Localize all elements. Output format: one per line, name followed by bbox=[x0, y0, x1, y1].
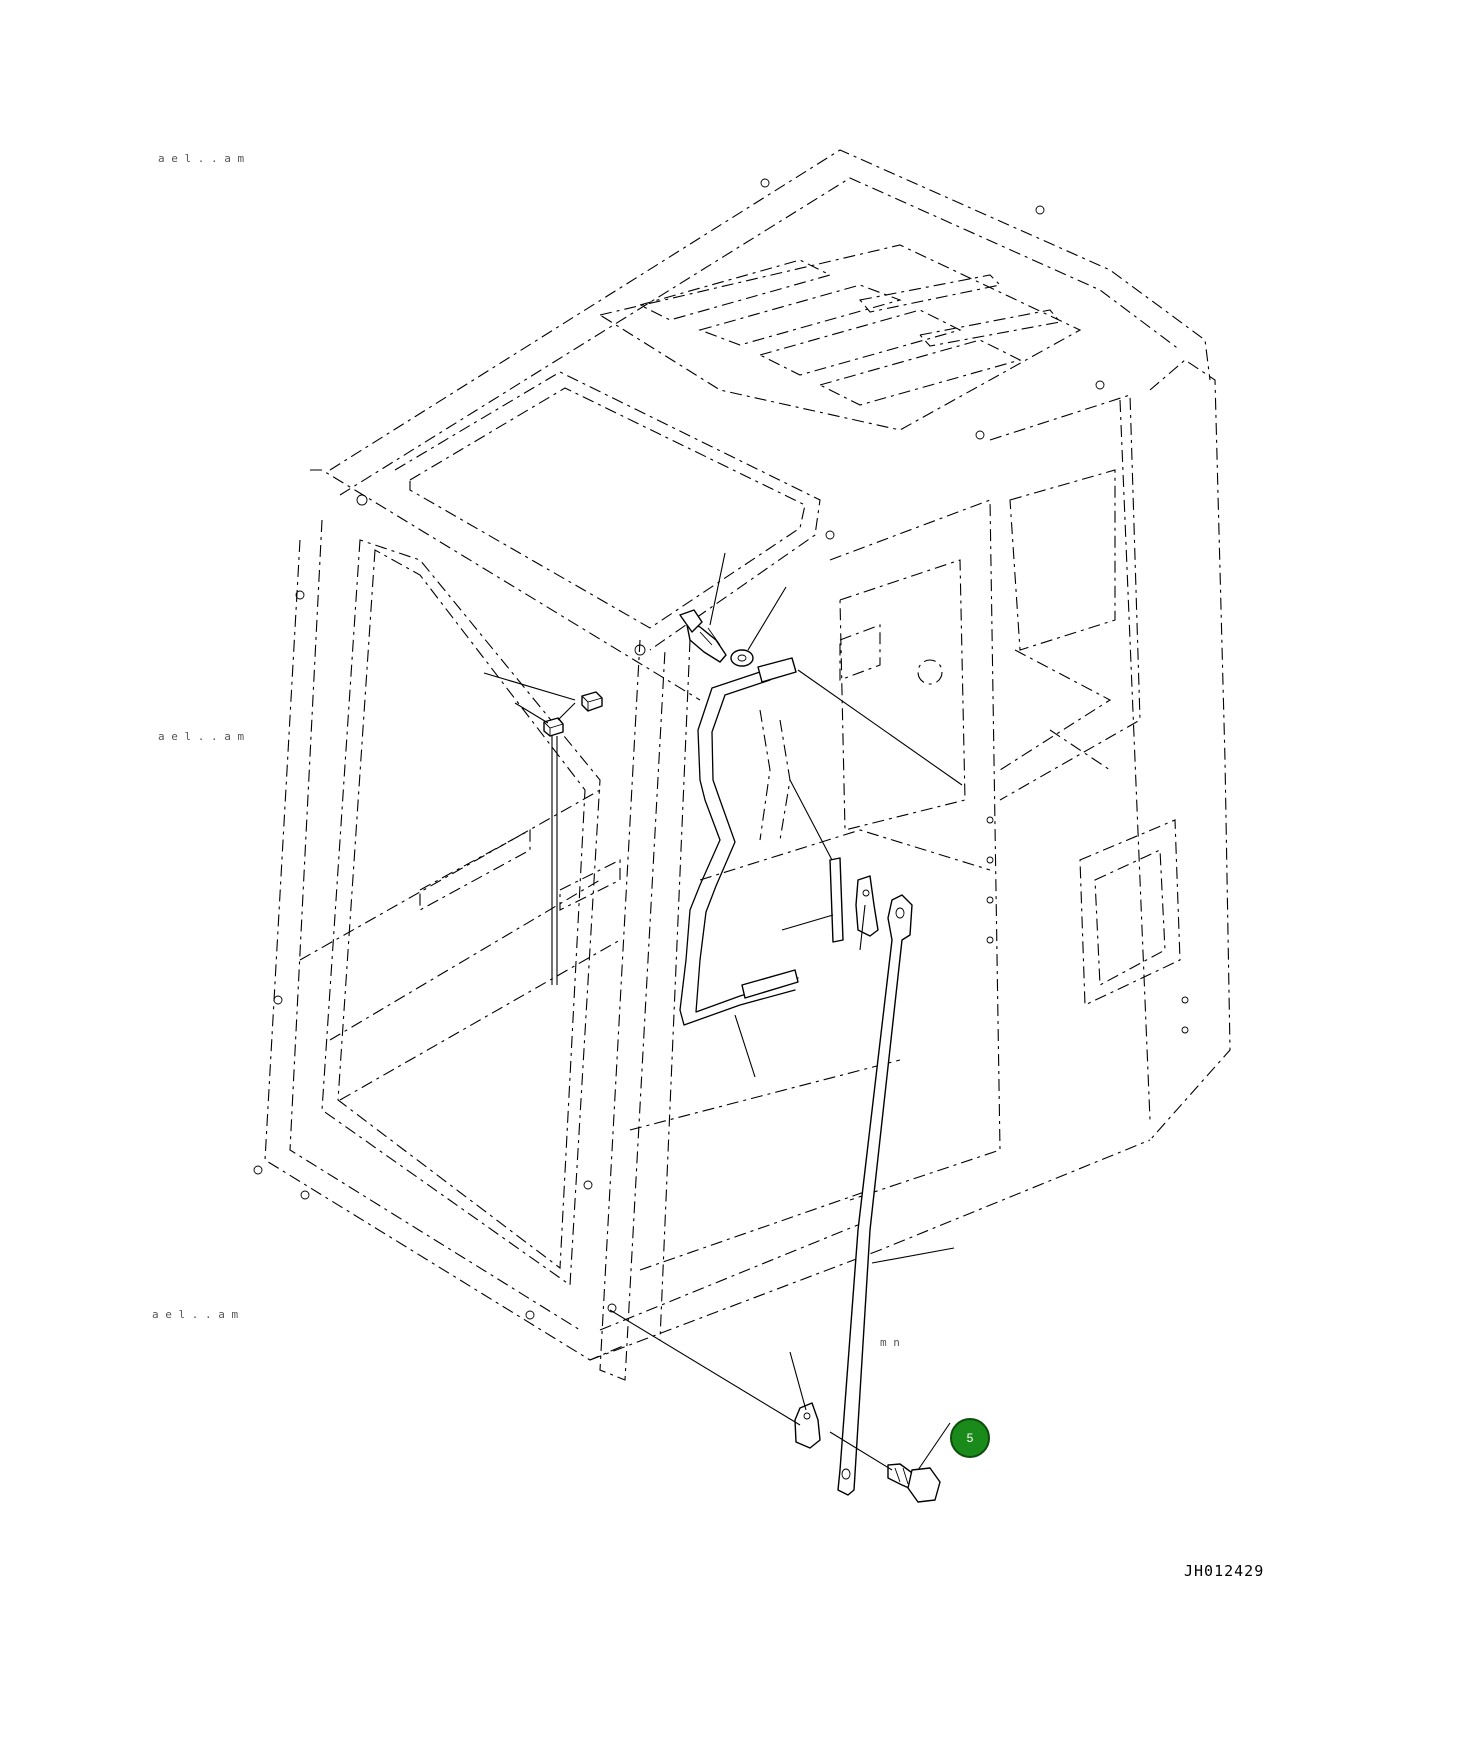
cab-roof bbox=[310, 149, 1211, 701]
bolt-upper[interactable] bbox=[679, 609, 727, 663]
leader-lines bbox=[483, 552, 963, 1471]
harness-strip[interactable] bbox=[679, 657, 799, 1026]
callout-5[interactable]: 5 bbox=[950, 1418, 990, 1458]
spacer-pin[interactable] bbox=[829, 857, 844, 943]
drawing-code: JH012429 bbox=[1184, 1562, 1265, 1580]
cab-frame bbox=[264, 359, 1231, 1381]
callout-5-label: 5 bbox=[966, 1431, 974, 1445]
bracket-lower[interactable] bbox=[794, 1402, 821, 1449]
svg-text:a e l . . a m: a e l . . a m bbox=[158, 152, 244, 165]
bracket-upper[interactable] bbox=[855, 875, 879, 937]
clip-blocks[interactable] bbox=[543, 691, 603, 985]
svg-text:m n: m n bbox=[880, 1336, 900, 1349]
svg-text:a e l . . a m: a e l . . a m bbox=[152, 1308, 238, 1321]
long-bar[interactable] bbox=[837, 894, 913, 1496]
svg-text:a e l . . a m: a e l . . a m bbox=[158, 730, 244, 743]
frame-holes bbox=[253, 178, 1189, 1320]
washer[interactable] bbox=[730, 649, 754, 667]
bolt-lower[interactable] bbox=[887, 1463, 941, 1503]
ghost-marks: a e l . . a m a e l . . a m a e l . . a … bbox=[152, 152, 900, 1349]
